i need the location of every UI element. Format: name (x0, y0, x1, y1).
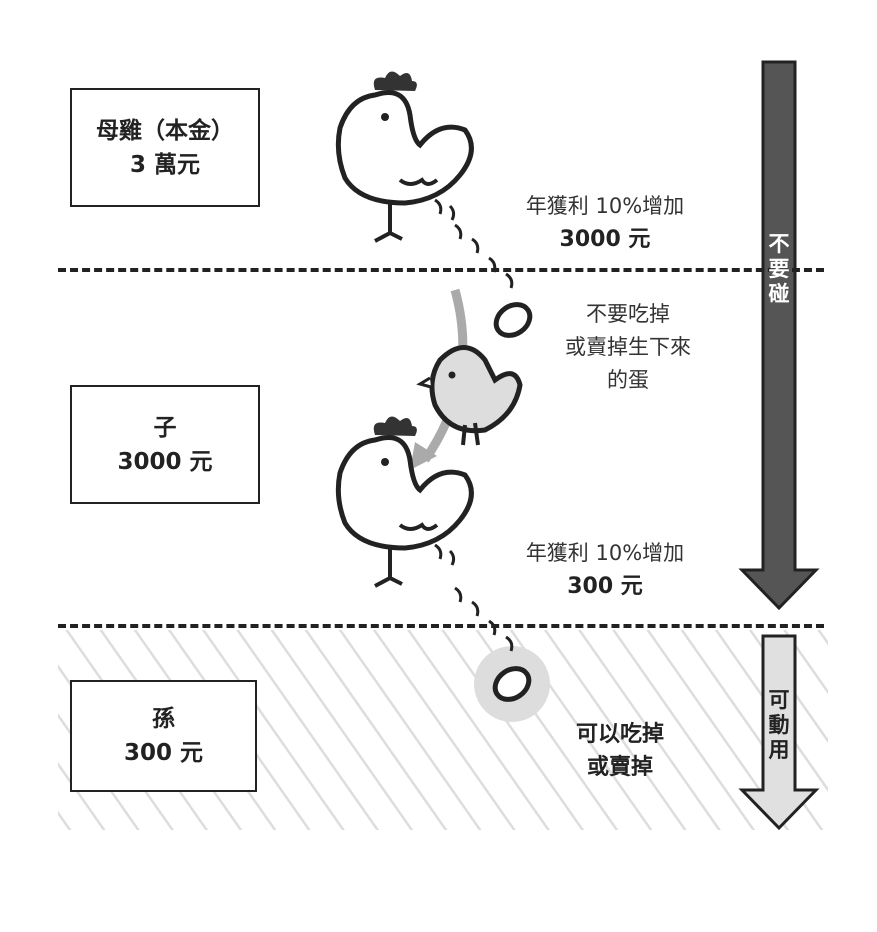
divider (58, 268, 824, 272)
hen-icon (338, 71, 471, 241)
box-value: 3 萬元 (129, 151, 200, 178)
box-title: 孫 (152, 706, 175, 732)
grandchild-box: 孫 300 元 (70, 680, 257, 792)
hen-icon (338, 416, 471, 586)
usable-arrow (738, 634, 820, 831)
label-char: 動 (768, 713, 790, 737)
egg-icon (493, 302, 533, 338)
note-line: 可以吃掉 (575, 722, 664, 747)
label-char: 碰 (768, 282, 790, 306)
chick-icon (416, 345, 523, 446)
note-line: 不要吃掉 (586, 302, 670, 326)
usable-note: 可以吃掉 或賣掉 (520, 718, 720, 784)
egg-note: 不要吃掉 或賣掉生下來 的蛋 (528, 298, 728, 397)
label-char: 用 (768, 738, 790, 762)
hen-profit-note: 年獲利 10%增加 3000 元 (495, 190, 715, 256)
note-line: 年獲利 10%增加 (525, 194, 685, 218)
box-title: 母雞（本金） (96, 117, 234, 144)
do-not-touch-label: 不 要 碰 (763, 232, 795, 307)
label-char: 不 (768, 232, 790, 256)
egg-icon (492, 666, 532, 702)
usable-label: 可 動 用 (763, 688, 795, 763)
note-line: 年獲利 10%增加 (525, 541, 685, 565)
box-value: 300 元 (123, 740, 204, 766)
note-line: 或賣掉生下來 (565, 335, 691, 359)
do-not-touch-arrow (738, 60, 820, 611)
divider (58, 624, 824, 628)
note-amount: 3000 元 (559, 227, 651, 252)
label-char: 可 (768, 688, 790, 712)
label-char: 要 (768, 257, 790, 281)
note-line: 的蛋 (607, 368, 649, 392)
note-line: 或賣掉 (586, 755, 653, 780)
box-title: 子 (153, 414, 177, 441)
box-value: 3000 元 (117, 448, 213, 475)
principal-box: 母雞（本金） 3 萬元 (70, 88, 260, 207)
child-box: 子 3000 元 (70, 385, 260, 504)
note-amount: 300 元 (567, 574, 643, 599)
child-profit-note: 年獲利 10%增加 300 元 (495, 537, 715, 603)
